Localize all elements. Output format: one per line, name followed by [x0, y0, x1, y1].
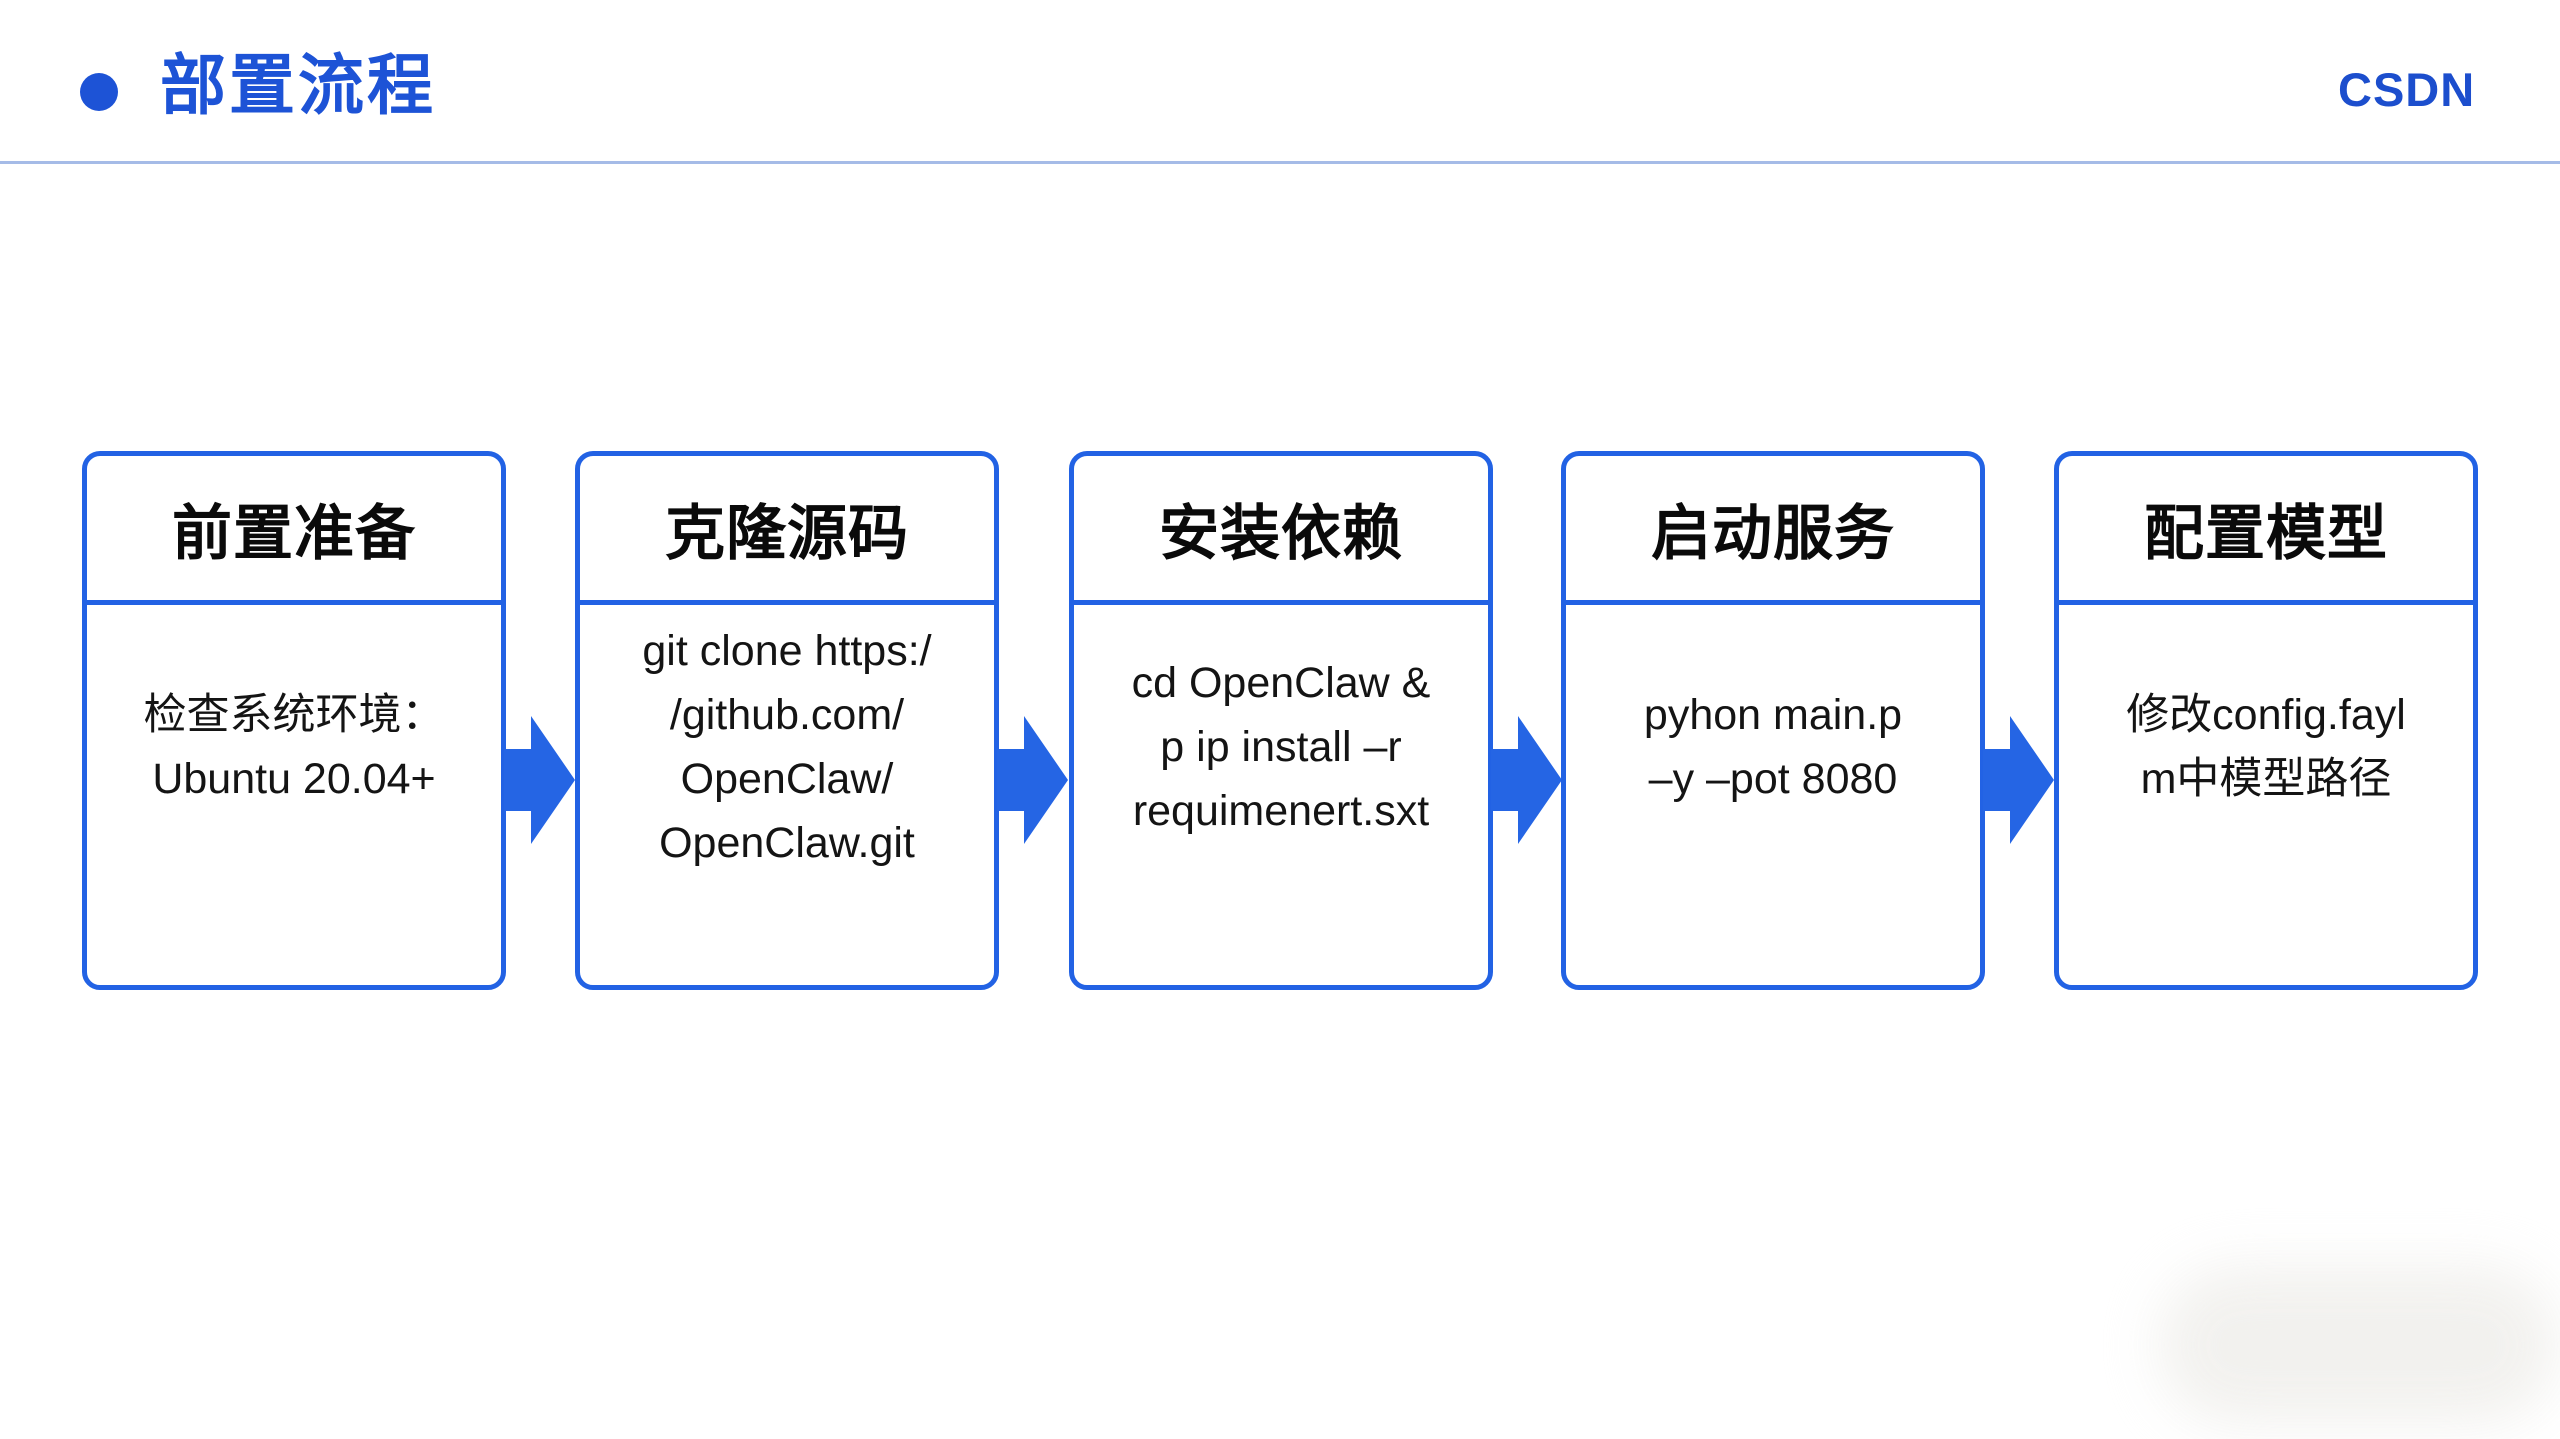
watermark-blob [2158, 1266, 2558, 1424]
step-body: 检查系统环境： Ubuntu 20.04+ [143, 691, 445, 803]
step-body: cd OpenClaw & p ip install –r requimener… [1131, 659, 1431, 835]
title-bullet-icon [80, 73, 118, 111]
step-title: 克隆源码 [580, 456, 994, 605]
flow-arrow-icon [997, 716, 1068, 844]
step-title: 启动服务 [1566, 456, 1980, 605]
step-body: pyhon main.p –y –pot 8080 [1643, 691, 1903, 803]
flow-step-prepare: 前置准备 检查系统环境： Ubuntu 20.04+ [82, 451, 506, 990]
step-title: 安装依赖 [1074, 456, 1488, 605]
step-title: 配置模型 [2059, 456, 2473, 605]
flow-step-clone: 克隆源码 git clone https:/ /github.com/ Open… [575, 451, 999, 990]
flow-step-configure: 配置模型 修改config.fayl m中模型路径 [2054, 451, 2478, 990]
header-divider [0, 161, 2560, 164]
step-body: 修改config.fayl m中模型路径 [2126, 691, 2406, 803]
csdn-logo: CSDN [2338, 63, 2476, 116]
step-title: 前置准备 [87, 456, 501, 605]
flow-arrow-icon [1491, 716, 1562, 844]
flow-arrow-icon [504, 716, 575, 844]
flow-step-install: 安装依赖 cd OpenClaw & p ip install –r requi… [1069, 451, 1493, 990]
flow-step-run: 启动服务 pyhon main.p –y –pot 8080 [1561, 451, 1985, 990]
flow-arrow-icon [1983, 716, 2054, 844]
step-body: git clone https:/ /github.com/ OpenClaw/… [642, 627, 932, 867]
page-title: 部置流程 [160, 48, 436, 122]
